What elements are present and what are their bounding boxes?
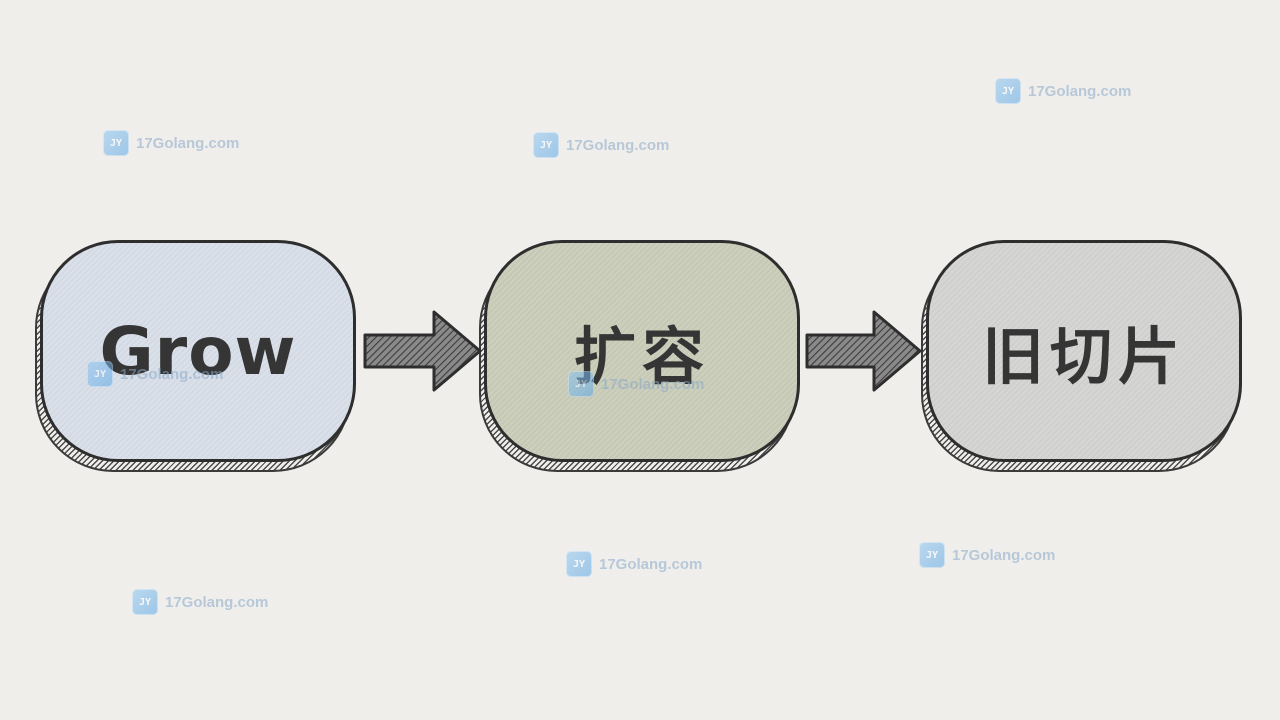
site-logo-icon: JY	[132, 589, 158, 615]
node-grow: Grow	[35, 240, 356, 472]
arrow-grow-to-expand	[363, 310, 482, 392]
node-box: 旧切片	[926, 240, 1242, 462]
watermark-site: 17Golang.com	[952, 546, 1056, 564]
watermark-site: 17Golang.com	[566, 136, 670, 154]
site-logo-icon: JY	[919, 542, 945, 568]
watermark: JY 17Golang.com	[103, 130, 239, 156]
node-box: 扩容	[484, 240, 800, 462]
watermark: JY 17Golang.com	[533, 132, 669, 158]
watermark: JY 17Golang.com	[919, 542, 1055, 568]
node-expand: 扩容	[479, 240, 800, 472]
watermark: JY 17Golang.com	[132, 589, 268, 615]
site-logo-icon: JY	[87, 361, 113, 387]
watermark-site: 17Golang.com	[601, 375, 705, 393]
node-old-slice: 旧切片	[921, 240, 1242, 472]
watermark-site: 17Golang.com	[599, 555, 703, 573]
site-logo-icon: JY	[103, 130, 129, 156]
watermark-site: 17Golang.com	[1028, 82, 1132, 100]
watermark-site: 17Golang.com	[136, 134, 240, 152]
watermark-site: 17Golang.com	[165, 593, 269, 611]
node-box: Grow	[40, 240, 356, 462]
watermark: JY 17Golang.com	[566, 551, 702, 577]
watermark: JY 17Golang.com	[87, 361, 223, 387]
site-logo-icon: JY	[568, 371, 594, 397]
watermark-site: 17Golang.com	[120, 365, 224, 383]
site-logo-icon: JY	[995, 78, 1021, 104]
watermark: JY 17Golang.com	[995, 78, 1131, 104]
site-logo-icon: JY	[533, 132, 559, 158]
node-label: 旧切片	[981, 320, 1186, 393]
arrow-expand-to-old-slice	[805, 310, 922, 392]
watermark: JY 17Golang.com	[568, 371, 704, 397]
site-logo-icon: JY	[566, 551, 592, 577]
